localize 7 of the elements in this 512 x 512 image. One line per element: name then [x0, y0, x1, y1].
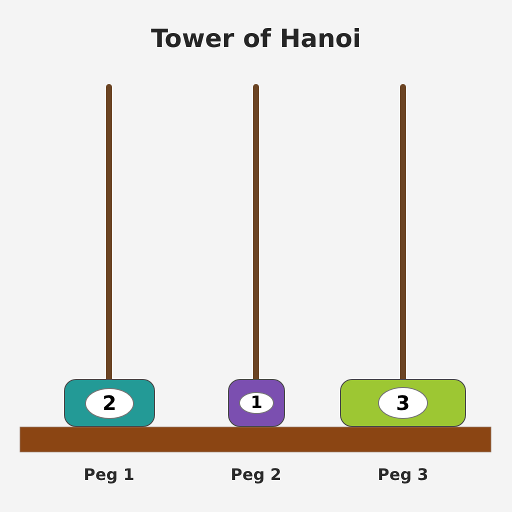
disk-number: 3 [378, 387, 428, 419]
peg-label: Peg 3 [376, 464, 430, 486]
disk-number: 2 [85, 388, 134, 418]
peg-label: Peg 1 [82, 464, 136, 486]
peg-label: Peg 2 [230, 464, 282, 486]
disk-number: 1 [239, 392, 274, 414]
title: Tower of Hanoi [150, 23, 362, 55]
